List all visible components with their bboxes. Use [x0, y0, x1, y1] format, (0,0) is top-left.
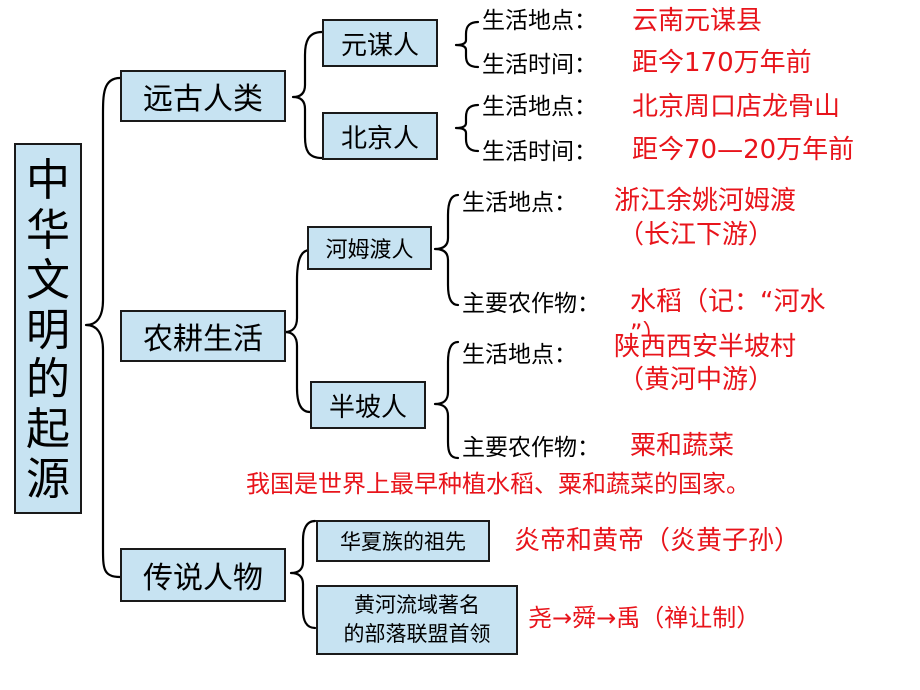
node-yellow-river-leaders-line2: 的部落联盟首领 — [343, 622, 491, 646]
brace-legend — [289, 519, 317, 630]
value-yuanmou-place: 云南元谋县 — [632, 6, 763, 36]
label-beijing-time: 生活时间： — [482, 139, 597, 165]
node-hemudu-label: 河姆渡人 — [325, 238, 414, 263]
node-huaxia-ancestors-label: 华夏族的祖先 — [340, 530, 466, 554]
brace-beijing — [454, 103, 480, 153]
node-beijing-label: 北京人 — [340, 123, 419, 154]
value-tribal-leaders: 尧→舜→禹（禅让制） — [528, 604, 761, 632]
brace-yuanmou — [454, 20, 480, 69]
brace-ancient — [291, 30, 324, 160]
value-huaxia-ancestors: 炎帝和黄帝（炎黄子孙） — [514, 526, 801, 556]
root-title-box: 中 华 文 明 的 起 源 — [14, 143, 82, 514]
node-yellow-river-leaders: 黄河流域著名 的部落联盟首领 — [316, 585, 518, 655]
brace-hemudu — [433, 193, 460, 307]
label-banpo-crop: 主要农作物： — [462, 435, 600, 461]
root-title-char: 源 — [26, 453, 70, 505]
value-hemudu-crop: 水稻（记：“河水 — [630, 287, 826, 317]
label-hemudu-place: 生活地点： — [462, 190, 577, 216]
label-yuanmou-time: 生活时间： — [482, 52, 597, 78]
brace-root — [84, 76, 122, 579]
label-banpo-place: 生活地点： — [462, 342, 577, 368]
brace-farming — [283, 248, 312, 414]
node-banpo-label: 半坡人 — [328, 392, 407, 423]
root-title-char: 文 — [26, 254, 70, 306]
node-ancient-humans-label: 远古人类 — [143, 82, 263, 117]
node-yuanmou: 元谋人 — [322, 19, 438, 67]
node-ancient-humans: 远古人类 — [120, 70, 286, 122]
node-yellow-river-leaders-line1: 黄河流域著名 — [354, 592, 480, 617]
summary-statement: 我国是世界上最早种植水稻、粟和蔬菜的国家。 — [246, 470, 750, 498]
node-huaxia-ancestors: 华夏族的祖先 — [316, 520, 490, 562]
node-farming-life-label: 农耕生活 — [143, 322, 263, 357]
node-hemudu: 河姆渡人 — [307, 226, 432, 270]
value-yuanmou-time: 距今170万年前 — [632, 48, 812, 78]
label-beijing-place: 生活地点： — [482, 94, 597, 120]
node-yuanmou-label: 元谋人 — [340, 30, 419, 61]
root-title-char: 中 — [26, 155, 70, 207]
node-farming-life: 农耕生活 — [120, 310, 286, 362]
value-hemudu-crop-tail: ”） — [630, 321, 667, 335]
root-title-char: 明 — [26, 304, 70, 356]
value-hemudu-place: 浙江余姚河姆渡 — [614, 186, 797, 216]
value-banpo-place: 陕西西安半坡村 — [614, 332, 797, 362]
root-title-char: 华 — [26, 205, 70, 257]
label-hemudu-crop: 主要农作物： — [462, 291, 600, 317]
brace-banpo — [433, 340, 460, 460]
root-title-char: 起 — [26, 404, 70, 456]
value-beijing-place: 北京周口店龙骨山 — [632, 92, 841, 122]
node-beijing: 北京人 — [322, 112, 438, 160]
node-legendary-figures: 传说人物 — [120, 548, 286, 602]
root-title-char: 的 — [26, 354, 70, 406]
value-beijing-time: 距今70—20万年前 — [632, 135, 855, 165]
node-legendary-figures-label: 传说人物 — [143, 561, 263, 596]
value-banpo-region: （黄河中游） — [618, 365, 775, 395]
label-yuanmou-place: 生活地点： — [482, 8, 597, 34]
value-banpo-crop: 粟和蔬菜 — [630, 431, 735, 461]
value-hemudu-region: （长江下游） — [618, 220, 775, 250]
node-banpo: 半坡人 — [310, 381, 426, 429]
